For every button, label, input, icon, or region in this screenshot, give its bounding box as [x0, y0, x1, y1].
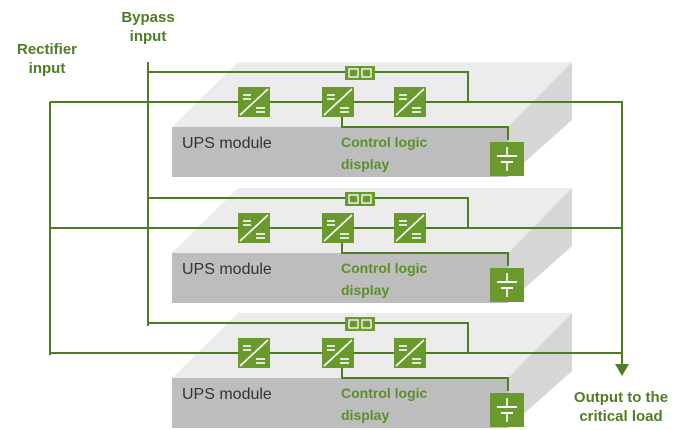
ups-module-label-1: UPS module: [182, 135, 272, 152]
static-switch-mark-b-2: [361, 194, 372, 204]
static-switch-mark-b-1: [361, 68, 372, 78]
charger-box-diagonal-2: [323, 214, 353, 242]
static-switch-mark-a-3: [348, 319, 359, 329]
battery-link-3: [341, 363, 509, 391]
charger-box-diagonal-3: [323, 339, 353, 367]
static-switch-mark-a-1: [348, 68, 359, 78]
inverter-box-diagonal-2: [395, 214, 425, 242]
ups-module-label-3: UPS module: [182, 386, 272, 403]
static-switch-mark-a-2: [348, 194, 359, 204]
battery-link-2: [341, 238, 509, 266]
inverter-box-diagonal-1: [395, 88, 425, 116]
module-block-top-2: [172, 188, 572, 253]
ups-module-label-2: UPS module: [182, 261, 272, 278]
output-arrow: [615, 364, 629, 376]
module-block-front-1: [172, 127, 508, 177]
rectifier-box-diagonal-2: [239, 214, 269, 242]
module-block-top-3: [172, 313, 572, 378]
module-block-top-1: [172, 62, 572, 127]
rectifier-box-diagonal-3: [239, 339, 269, 367]
battery-link-1: [341, 112, 509, 140]
static-switch-mark-b-3: [361, 319, 372, 329]
bypass-path-3: [148, 322, 622, 354]
rectifier-box-diagonal-1: [239, 88, 269, 116]
module-block-front-2: [172, 253, 508, 303]
inverter-box-diagonal-3: [395, 339, 425, 367]
bypass-path-1: [148, 71, 622, 103]
bypass-path-2: [148, 197, 622, 229]
module-block-front-3: [172, 378, 508, 428]
charger-box-diagonal-1: [323, 88, 353, 116]
